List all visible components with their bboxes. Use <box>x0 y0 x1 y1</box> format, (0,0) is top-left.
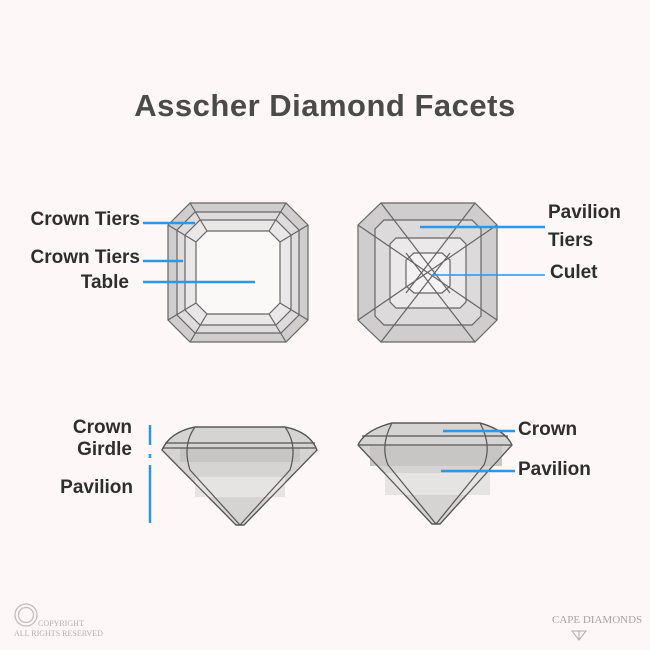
rights-reserved-text: ALL RIGHTS RESERVED <box>14 629 103 638</box>
cape-diamonds-logo <box>570 630 588 641</box>
copyright-logo <box>14 603 38 627</box>
page-title: Asscher Diamond Facets <box>134 88 516 123</box>
copyright-text: COPYRIGHT <box>38 619 84 628</box>
label-culet: Culet <box>550 262 598 283</box>
label-crown-tiers-1: Crown Tiers <box>30 209 140 230</box>
brand-name: CAPE DIAMONDS <box>552 614 643 626</box>
label-tiers: Tiers <box>548 230 594 251</box>
label-crown-tiers-2: Crown Tiers <box>30 247 140 268</box>
pointer-lines <box>143 221 545 523</box>
label-pavilion-tiers: Pavilion <box>548 202 621 223</box>
crown-top-view <box>167 202 309 343</box>
label-side-crown: Crown <box>72 417 132 438</box>
label-table: Table <box>80 272 129 293</box>
label-right-crown: Crown <box>518 419 578 440</box>
label-side-girdle: Girdle <box>77 439 132 460</box>
side-view-right <box>357 422 513 525</box>
pavilion-bottom-view <box>357 202 498 343</box>
label-side-pavilion: Pavilion <box>60 477 133 498</box>
side-view-left <box>161 426 318 526</box>
label-right-pavilion: Pavilion <box>518 459 591 480</box>
